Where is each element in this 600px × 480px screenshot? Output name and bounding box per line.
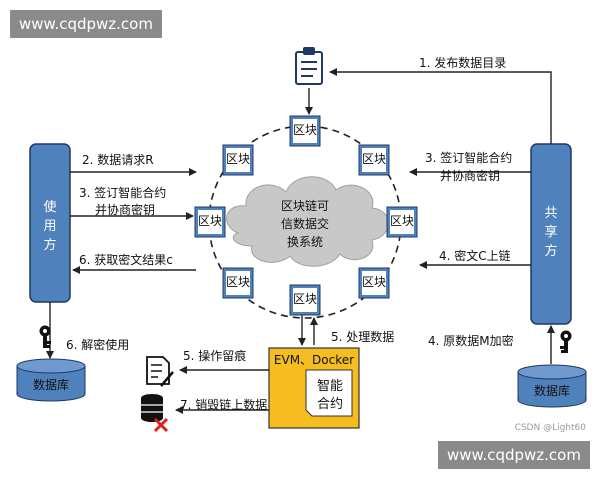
sharer-node-label-3: 方 bbox=[544, 243, 557, 259]
database-delete-icon bbox=[141, 394, 169, 433]
block-label-bottom: 区块 bbox=[293, 292, 317, 306]
document-pen-icon bbox=[146, 356, 174, 387]
smart-contract-card bbox=[305, 369, 353, 417]
database-left-label: 数据库 bbox=[33, 377, 69, 392]
publish-arrow bbox=[329, 68, 552, 144]
block-node-bottom bbox=[289, 284, 321, 316]
step-sign-left-line-1: 3. 签订智能合约 bbox=[79, 185, 166, 200]
key-icon-right bbox=[560, 330, 572, 353]
step-sign-left-line-2: 并协商密钥 bbox=[95, 202, 155, 217]
clipboard-icon bbox=[295, 47, 323, 85]
user-node-label-2: 用 bbox=[43, 219, 56, 234]
sharer-node-label-1: 共 bbox=[544, 206, 557, 221]
step-destroy-label: 7. 销毁链上数据 bbox=[180, 397, 267, 412]
step-encrypt-label: 4. 原数据M加密 bbox=[428, 333, 514, 348]
block-label-bottom-left: 区块 bbox=[226, 275, 250, 289]
block-node-bottom-right bbox=[358, 267, 390, 299]
block-node-top-left bbox=[222, 144, 254, 176]
step-decrypt-label: 6. 解密使用 bbox=[66, 337, 129, 352]
evm-title: EVM、Docker bbox=[274, 353, 354, 367]
watermark-bottom: www.cqdpwz.com bbox=[438, 441, 590, 469]
block-label-top-left: 区块 bbox=[226, 152, 250, 166]
user-node-label-1: 使 bbox=[43, 199, 56, 215]
step-trace-label: 5. 操作留痕 bbox=[183, 348, 246, 363]
step-cipher-upload-label: 4. 密文C上链 bbox=[439, 248, 511, 263]
block-label-top-right: 区块 bbox=[362, 152, 386, 166]
block-label-left: 区块 bbox=[198, 214, 222, 228]
center-label-line-3: 换系统 bbox=[287, 235, 323, 249]
database-right-label: 数据库 bbox=[534, 383, 570, 398]
step-request-label: 2. 数据请求R bbox=[82, 152, 154, 167]
credit-text: CSDN @Light60 bbox=[514, 423, 586, 433]
smart-contract-line-2: 合约 bbox=[317, 397, 343, 412]
sharer-node-label-2: 享 bbox=[544, 224, 557, 240]
block-label-bottom-right: 区块 bbox=[362, 275, 386, 289]
smart-contract-line-1: 智能 bbox=[317, 379, 343, 394]
block-node-top bbox=[289, 115, 321, 147]
step-sign-right-line-2: 并协商密钥 bbox=[440, 168, 500, 183]
block-label-right: 区块 bbox=[390, 214, 414, 228]
step-fetch-label: 6. 获取密文结果c bbox=[79, 252, 173, 267]
block-node-left bbox=[194, 206, 226, 238]
user-node-label-3: 方 bbox=[43, 237, 56, 253]
block-node-bottom-left bbox=[222, 267, 254, 299]
center-label-line-2: 信数据交 bbox=[281, 216, 329, 231]
step-process-label: 5. 处理数据 bbox=[331, 329, 394, 344]
block-node-top-right bbox=[358, 144, 390, 176]
watermark-top: www.cqdpwz.com bbox=[10, 10, 162, 38]
database-right bbox=[517, 364, 587, 408]
center-label-line-1: 区块链可 bbox=[281, 198, 329, 213]
step-sign-right-line-1: 3. 签订智能合约 bbox=[425, 150, 512, 165]
block-label-top: 区块 bbox=[293, 123, 317, 137]
step-publish-label: 1. 发布数据目录 bbox=[419, 55, 506, 70]
database-left bbox=[16, 358, 86, 402]
key-icon-left bbox=[39, 325, 51, 348]
block-node-right bbox=[386, 206, 418, 238]
